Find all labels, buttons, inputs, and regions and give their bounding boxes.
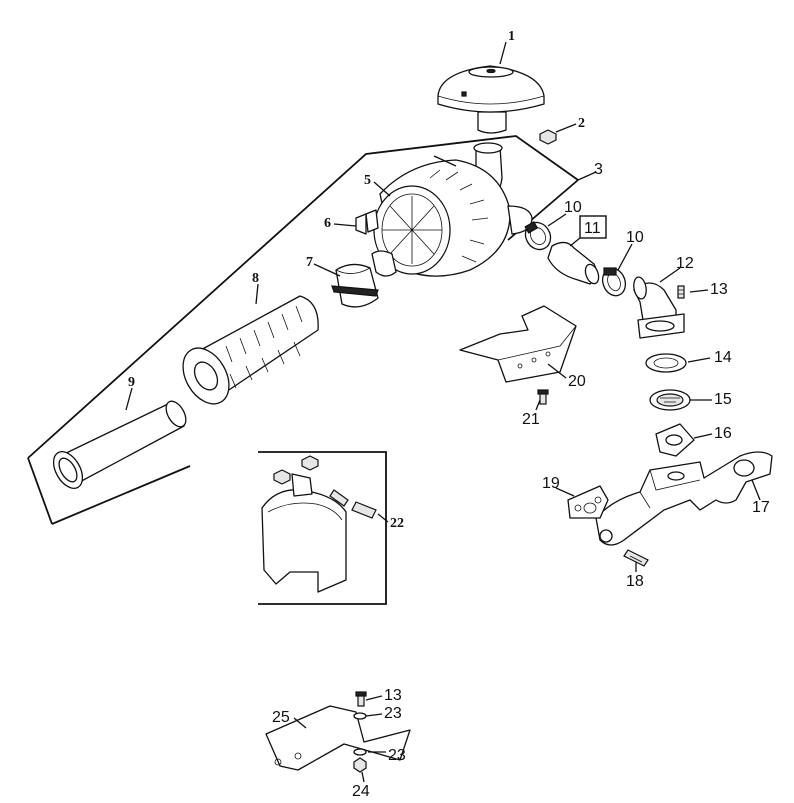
callout-19: 19 bbox=[542, 475, 560, 492]
callout-6: 6 bbox=[324, 216, 331, 231]
assembly-group-frame bbox=[27, 135, 579, 459]
vacuator-valve bbox=[355, 213, 367, 235]
callout-10-lower: 10 bbox=[626, 229, 644, 246]
clamp-band-detail bbox=[261, 455, 377, 593]
callout-8: 8 bbox=[252, 271, 259, 286]
callout-12: 12 bbox=[676, 255, 694, 272]
callout-16: 16 bbox=[714, 425, 732, 442]
callout-1: 1 bbox=[508, 29, 515, 44]
restrictor-plate bbox=[649, 389, 691, 411]
bolt-manifold bbox=[623, 549, 649, 567]
primary-filter-element bbox=[182, 295, 319, 405]
air-cleaner-cap bbox=[437, 65, 545, 134]
callout-14: 14 bbox=[714, 349, 732, 366]
mounting-bracket bbox=[459, 305, 577, 383]
callout-25: 25 bbox=[272, 709, 290, 726]
callout-17: 17 bbox=[752, 499, 770, 516]
callout-23-lower: 23 bbox=[388, 747, 406, 764]
callout-22: 22 bbox=[390, 516, 404, 531]
callout-5: 5 bbox=[364, 173, 371, 188]
intake-manifold bbox=[595, 451, 773, 546]
nut-lower bbox=[353, 757, 367, 773]
manifold-gasket bbox=[567, 485, 609, 519]
callout-24: 24 bbox=[352, 783, 370, 800]
flange-gasket bbox=[655, 423, 695, 457]
callout-13-lower: 13 bbox=[384, 687, 402, 704]
safety-filter-element bbox=[52, 400, 187, 489]
leader-lines bbox=[125, 41, 761, 783]
callout-3: 3 bbox=[594, 161, 603, 178]
callout-2: 2 bbox=[578, 116, 585, 131]
hose-clamp-lower bbox=[601, 267, 627, 297]
callout-10-upper: 10 bbox=[564, 199, 582, 216]
callout-18: 18 bbox=[626, 573, 644, 590]
callout-23-upper: 23 bbox=[384, 705, 402, 722]
washer-upper bbox=[353, 712, 367, 720]
bolt-bracket bbox=[537, 389, 549, 405]
clamp-sleeve bbox=[331, 263, 379, 308]
callout-7: 7 bbox=[306, 255, 313, 270]
callout-13-upper: 13 bbox=[710, 281, 728, 298]
elbow-hose bbox=[547, 241, 600, 285]
callout-21: 21 bbox=[522, 411, 540, 428]
nut bbox=[539, 129, 557, 145]
callout-15: 15 bbox=[714, 391, 732, 408]
callout-9: 9 bbox=[128, 375, 135, 390]
gasket bbox=[645, 353, 687, 373]
callout-11-box bbox=[579, 215, 607, 239]
assembly-group-frame-left bbox=[27, 457, 53, 525]
assembly-group-frame-bottom bbox=[51, 465, 191, 525]
bolt-upper bbox=[677, 285, 685, 299]
intake-elbow bbox=[633, 276, 685, 339]
air-cleaner-body bbox=[365, 142, 533, 277]
bolt-lower bbox=[355, 691, 367, 707]
detail-inset-frame bbox=[258, 451, 387, 605]
washer-lower bbox=[353, 748, 367, 756]
air-cleaner-bracket bbox=[265, 705, 411, 771]
callout-11: 11 bbox=[584, 220, 601, 237]
hose-clamp-upper bbox=[524, 221, 552, 251]
callout-20: 20 bbox=[568, 373, 586, 390]
